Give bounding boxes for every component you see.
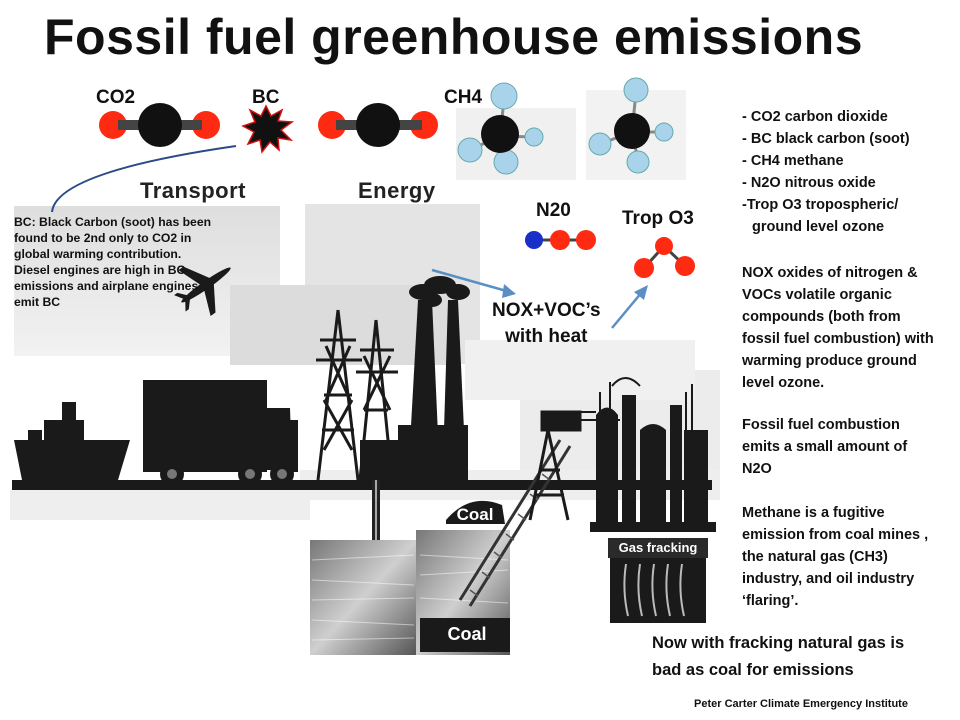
legend-item-n2o: - N2O nitrous oxide xyxy=(742,175,876,191)
co2-label: CO2 xyxy=(96,87,136,108)
airplane-silhouette xyxy=(174,266,231,316)
gas-fracking-label: Gas fracking xyxy=(618,540,698,555)
n2o-molecule-icon xyxy=(525,230,596,250)
fracking-footer-line1: Now with fracking natural gas is xyxy=(652,634,905,652)
energy-label: Energy xyxy=(358,178,436,203)
trop-o3-label: Trop O3 xyxy=(622,208,694,229)
molecule-legend: - CO2 carbon dioxide - BC black carbon (… xyxy=(742,106,910,238)
methane-paragraph: Methane is a fugitive emission from coal… xyxy=(742,505,929,609)
nox-voc-label-line2: with heat xyxy=(505,326,588,347)
fracking-footer-line2: bad as coal for emissions xyxy=(652,661,854,679)
author-credit: Peter Carter Climate Emergency Institute xyxy=(694,698,908,710)
legend-item-trop-o3-cont: ground level ozone xyxy=(752,219,885,235)
bc-callout-line xyxy=(51,145,237,213)
n2o-label: N20 xyxy=(536,200,571,221)
ch4-molecule-icon xyxy=(456,82,576,180)
legend-item-ch4: - CH4 methane xyxy=(742,153,844,169)
legend-item-co2: - CO2 carbon dioxide xyxy=(742,109,888,125)
coal-conveyor xyxy=(458,439,572,607)
arrow-to-nox xyxy=(431,268,511,294)
ship-silhouette xyxy=(14,402,130,480)
ground-strip xyxy=(12,480,712,490)
bc-label: BC xyxy=(252,87,280,108)
ozone-molecule-icon xyxy=(634,237,695,278)
coal-label-2: Coal xyxy=(447,624,487,644)
nox-voc-label-line1: NOX+VOC’s xyxy=(492,300,601,321)
diagram-title: Fossil fuel greenhouse emissions xyxy=(44,9,864,65)
black-carbon-icon xyxy=(241,104,295,154)
black-carbon-note: BC: Black Carbon (soot) has been found t… xyxy=(14,215,212,309)
n2o-paragraph: Fossil fuel combustion emits a small amo… xyxy=(742,417,908,477)
co2-molecule-icon xyxy=(99,103,220,147)
power-pylon xyxy=(316,309,398,481)
legend-item-trop-o3: -Trop O3 tropospheric/ xyxy=(742,197,899,213)
fracking-footer: Now with fracking natural gas is bad as … xyxy=(652,630,904,684)
refinery-silhouette xyxy=(596,395,708,523)
nox-paragraph: NOX oxides of nitrogen & VOCs volatile o… xyxy=(742,265,934,391)
coal-label-1: Coal xyxy=(456,505,494,524)
legend-item-bc: - BC black carbon (soot) xyxy=(742,131,910,147)
ch4-label: CH4 xyxy=(444,87,483,108)
nox-voc-label: NOX+VOC’s with heat xyxy=(492,298,601,350)
ch4-molecule-icon-2 xyxy=(586,77,686,180)
truck-silhouette xyxy=(143,380,298,486)
power-plant-silhouette xyxy=(360,425,468,480)
coal-pile xyxy=(446,500,505,524)
co2-molecule-icon-2 xyxy=(318,103,438,147)
arrow-to-ozone xyxy=(611,291,643,329)
transport-label: Transport xyxy=(140,178,246,203)
